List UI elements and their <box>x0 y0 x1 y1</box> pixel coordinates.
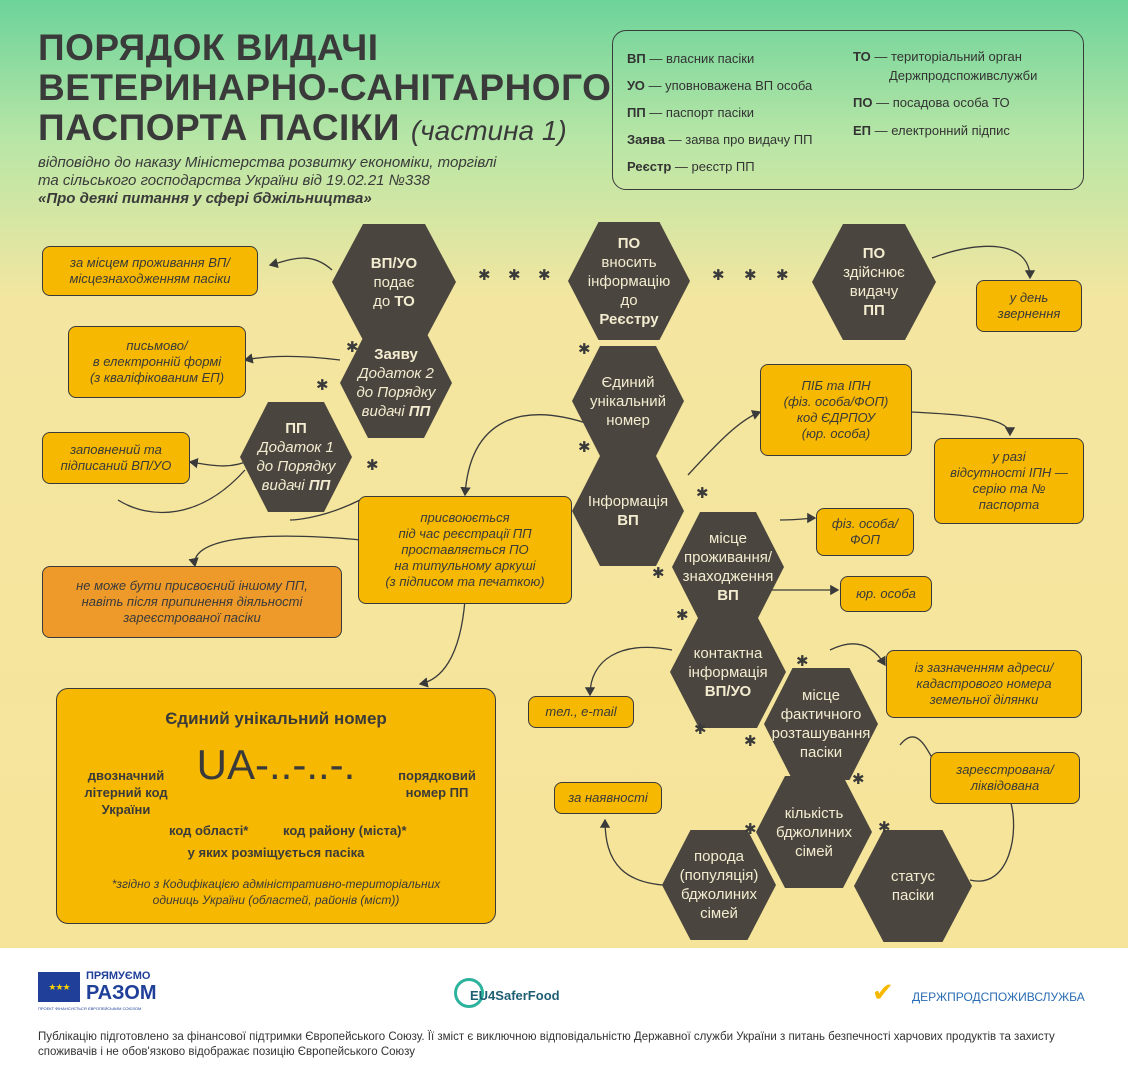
eu-flag-icon: ★★★ <box>38 972 80 1002</box>
bee-icon: ✱ <box>696 485 709 502</box>
unique-number-panel: Єдиний унікальний номер UA-..-..-. двозн… <box>56 688 496 924</box>
title-main: ПАСПОРТА ПАСІКИ <box>38 107 401 148</box>
ua-note-line2: одиниць України (областей, районів (міст… <box>152 893 400 907</box>
bee-icon: ✱ <box>796 653 809 670</box>
dps-label: ДЕРЖПРОДСПОЖИВСЛУЖБА <box>912 990 1085 1004</box>
box-legal-entity: юр. особа <box>840 576 932 612</box>
bee-icon: ✱ <box>712 267 725 284</box>
ua-district-code: код району (міста)* <box>283 823 407 838</box>
box-residence: за місцем проживання ВП/місцезнаходження… <box>42 246 258 296</box>
box-tel-email: тел., e-mail <box>528 696 634 728</box>
subtitle-line2: та сільського господарства України від 1… <box>38 172 430 189</box>
box-individual: фіз. особа/ФОП <box>816 508 914 556</box>
bee-icon: ✱ <box>852 771 865 788</box>
bee-icon: ✱ <box>744 821 757 838</box>
bee-icon: ✱ <box>676 607 689 624</box>
checkmark-shield-icon: ✔ <box>872 977 894 1007</box>
subtitle-line3: «Про деякі питання у сфері бджільництва» <box>38 190 372 207</box>
disclaimer: Публікацію підготовлено за фінансової пі… <box>38 1031 1055 1058</box>
bee-icon: ✱ <box>878 819 891 836</box>
legend-item: Заява — заява про видачу ПП <box>627 132 813 147</box>
legend-item: ВП — власник пасіки <box>627 51 755 66</box>
footer: ★★★ ПРЯМУЄМО РАЗОМ ПРОЕКТ ФІНАНСУЄТЬСЯ Є… <box>0 948 1128 1080</box>
legend-item: УО — уповноважена ВП особа <box>627 78 813 93</box>
eu4saferfood-label: EU4SaferFood <box>470 988 560 1003</box>
ua-note-line1: *згідно з Кодифікацією адміністративно-т… <box>111 877 441 891</box>
legend-item-cont: Держпродспоживслужби <box>889 68 1038 83</box>
legend-item: ПП — паспорт пасіки <box>627 105 755 120</box>
box-cannot-reassign: не може бути присвоєний іншому ПП,навіть… <box>42 566 342 638</box>
ua-title: Єдиний унікальний номер <box>165 709 387 728</box>
legend-item: ПО — посадова особа ТО <box>853 95 1010 110</box>
bee-icon: ✱ <box>478 267 491 284</box>
bee-icon: ✱ <box>508 267 521 284</box>
bee-icon: ✱ <box>346 339 359 356</box>
bee-icon: ✱ <box>578 439 591 456</box>
eu-logo-small: ПРОЕКТ ФІНАНСУЄТЬСЯ ЄВРОПЕЙСЬКИМ СОЮЗОМ <box>38 1006 142 1011</box>
bee-icon: ✱ <box>538 267 551 284</box>
ua-where: у яких розміщується пасіка <box>187 845 365 860</box>
subtitle-line1: відповідно до наказу Міністерства розвит… <box>38 154 497 171</box>
bee-icon: ✱ <box>744 733 757 750</box>
eu-logo-line2: РАЗОМ <box>86 982 157 1004</box>
ua-code: UA-..-..-. <box>196 741 356 788</box>
box-address: із зазначенням адреси/кадастрового номер… <box>886 650 1082 718</box>
bee-icon: ✱ <box>744 267 757 284</box>
bee-icon: ✱ <box>578 341 591 358</box>
bee-icon: ✱ <box>652 565 665 582</box>
legend-item: ЕП — електронний підпис <box>853 123 1010 138</box>
connector-lines <box>114 245 1036 887</box>
ua-region-code: код області* <box>169 823 249 838</box>
page-title-line2: ВЕТЕРИНАРНО-САНІТАРНОГО <box>38 67 612 108</box>
legend-item: Реєстр — реєстр ПП <box>627 159 755 174</box>
title-part: (частина 1) <box>410 115 567 146</box>
page-title-line3: ПАСПОРТА ПАСІКИ (частина 1) <box>38 108 567 151</box>
box-written-form: письмово/в електронній формі(з кваліфіко… <box>68 326 246 398</box>
page-title-line1: ПОРЯДОК ВИДАЧІ <box>38 27 379 68</box>
bee-icon: ✱ <box>316 377 329 394</box>
eu-logo-line1: ПРЯМУЄМО <box>86 970 151 982</box>
legend-box: ВП — власник пасіки УО — уповноважена ВП… <box>612 30 1084 190</box>
bee-icon: ✱ <box>694 721 707 738</box>
box-registered: зареєстрована/ліквідована <box>930 752 1080 804</box>
box-pib-ipn: ПІБ та ІПН(фіз. особа/ФОП)код ЄДРПОУ(юр.… <box>760 364 912 456</box>
bee-icon: ✱ <box>366 457 379 474</box>
legend-item: ТО — територіальний орган <box>853 49 1022 64</box>
bee-icon: ✱ <box>776 267 789 284</box>
box-if-available: за наявності <box>554 782 662 814</box>
eu4saferfood-icon <box>454 978 484 1008</box>
